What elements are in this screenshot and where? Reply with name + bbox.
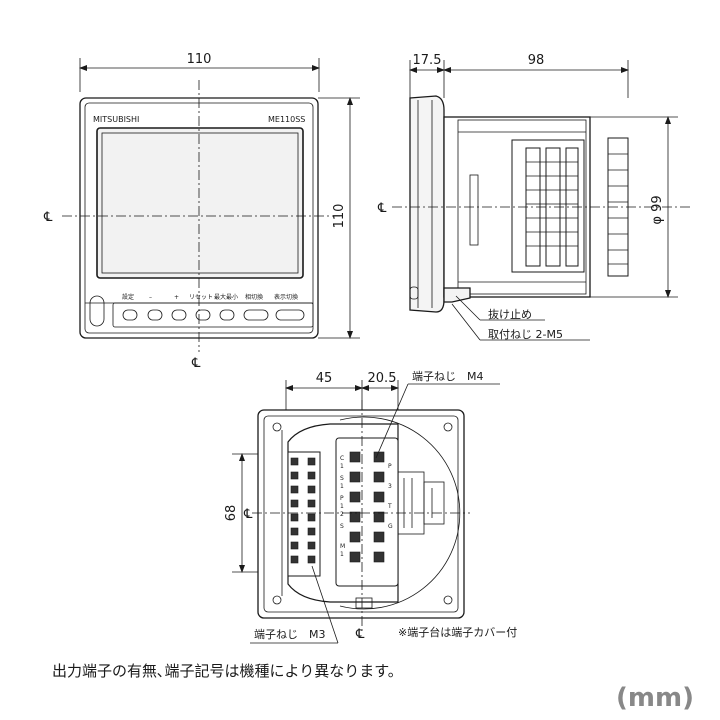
- rear-left-terminals: [290, 457, 316, 564]
- button-label-maxmin: 最大最小: [214, 293, 238, 301]
- rear-center-terminals: [349, 451, 385, 563]
- front-buttons: [122, 309, 305, 321]
- terminal-label-10: 3: [388, 483, 392, 490]
- footer-note: 出力端子の有無､端子記号は機種により異なります。: [52, 662, 403, 680]
- terminal-label-3: S: [340, 475, 344, 482]
- button-label-display: 表示切換: [274, 293, 298, 301]
- terminal-label-9: P: [388, 463, 392, 470]
- terminal-label-1: C: [340, 455, 344, 462]
- rear-centerline-mark-v: ℄: [355, 627, 365, 642]
- callout-stopper: 抜け止め: [488, 307, 532, 321]
- rear-centerline-mark-h: ℄: [243, 507, 253, 522]
- button-label-setting: 設定: [122, 293, 134, 301]
- callout-terminal-screw-m4: 端子ねじ M4: [412, 370, 484, 383]
- side-view: 17.5 98 φ 99: [377, 53, 690, 341]
- button-label-phase: 相切換: [245, 293, 263, 301]
- front-view: 110 110 MITSUBISHI ME110SS 設定 – + リセット 最…: [43, 52, 360, 371]
- terminal-label-6: 1: [340, 503, 344, 510]
- side-centerline-mark: ℄: [377, 201, 387, 216]
- rear-dim-height: 68: [224, 505, 239, 522]
- terminal-label-13: T: [387, 503, 392, 510]
- note-terminal-cover: ※端子台は端子カバー付: [398, 625, 517, 639]
- side-depth-front-dimension: 17.5: [413, 53, 442, 68]
- button-label-plus: +: [174, 294, 179, 301]
- front-centerline-mark-h: ℄: [43, 210, 53, 225]
- rear-dim-right: 20.5: [368, 371, 397, 386]
- front-width-dimension: 110: [187, 52, 212, 67]
- front-button-labels: 設定 – + リセット 最大最小 相切換 表示切換: [122, 293, 298, 301]
- terminal-label-12: 1: [340, 551, 344, 558]
- front-centerline-mark-v: ℄: [191, 356, 201, 371]
- rear-dim-left: 45: [316, 371, 333, 386]
- rear-terminal-strip: [608, 153, 628, 265]
- terminal-label-8: S: [340, 523, 344, 530]
- rear-view: 45 20.5 68: [224, 370, 517, 644]
- terminal-label-7: 2: [340, 511, 344, 518]
- callout-mount-screw: 取付ねじ 2-M5: [488, 328, 563, 341]
- brand-logo-text: MITSUBISHI: [93, 115, 139, 124]
- terminal-label-14: G: [388, 523, 393, 530]
- terminal-label-4: 1: [340, 483, 344, 490]
- terminal-label-5: P: [340, 495, 344, 502]
- button-label-minus: –: [149, 294, 152, 301]
- unit-label: (mm): [616, 683, 694, 713]
- side-terminals: [525, 147, 579, 267]
- side-diameter-dimension: φ 99: [650, 195, 665, 224]
- button-label-reset: リセット: [189, 294, 213, 301]
- terminal-label-11: M: [340, 543, 345, 550]
- callout-terminal-screw-m3: 端子ねじ M3: [254, 628, 326, 641]
- terminal-label-2: 1: [340, 463, 344, 470]
- side-depth-body-dimension: 98: [528, 53, 545, 68]
- model-name-text: ME110SS: [268, 115, 305, 124]
- rear-terminal-labels: C 1 S 1 P 1 2 S P 3 M 1 T G: [340, 455, 393, 558]
